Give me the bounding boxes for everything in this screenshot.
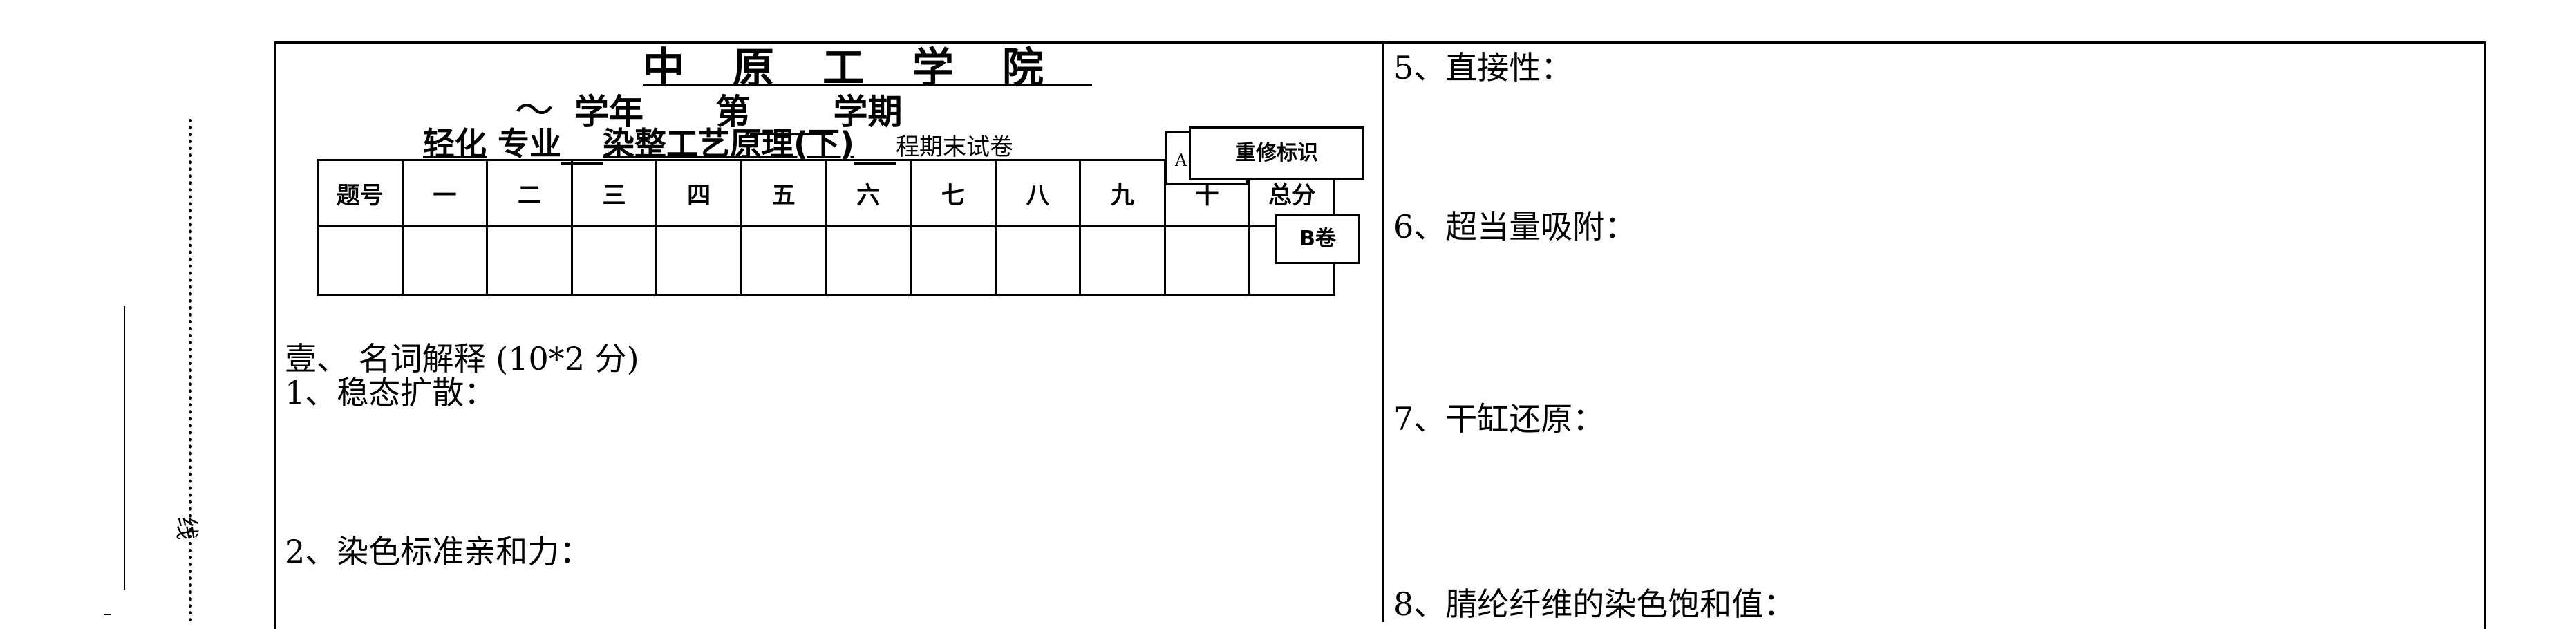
score-entry-cell[interactable]: [570, 225, 658, 296]
score-header-cell: 八: [994, 158, 1082, 228]
score-entry-row: [317, 225, 1335, 296]
term-di: 第: [715, 92, 751, 132]
score-header-cell: 六: [825, 158, 912, 228]
score-entry-cell[interactable]: [486, 225, 573, 296]
paper-marker-letter: A: [1175, 151, 1187, 170]
binding-line-label: 线: [172, 516, 200, 541]
term-year-label: 学年: [574, 92, 643, 132]
question-item: 5、直接性：: [1393, 49, 1573, 86]
score-header-cell: 题号: [317, 158, 404, 228]
exam-frame: [274, 41, 2486, 629]
course-line: 轻化 专业 染整工艺原理(下) 程期末试卷: [423, 119, 1013, 165]
margin-tick-mark: [104, 614, 111, 615]
question-item: 7、干缸还原：: [1393, 400, 1605, 438]
score-entry-cell[interactable]: [401, 225, 489, 296]
course-name: 染整工艺原理(下): [603, 125, 855, 162]
score-entry-cell[interactable]: [1163, 225, 1251, 296]
year-tilde: ～: [515, 88, 554, 133]
school-title: 中原工学院: [643, 44, 1092, 93]
score-header-cell: 三: [570, 158, 658, 228]
exam-suffix: 程期末试卷: [896, 133, 1014, 161]
term-blank[interactable]: [750, 106, 834, 135]
paper-version-box: B卷: [1275, 214, 1360, 264]
term-label: 学期: [833, 92, 903, 132]
question-item: 1、稳态扩散：: [285, 374, 496, 411]
question-item: 8、腈纶纤维的染色饱和值：: [1393, 585, 1796, 623]
score-header-cell: 九: [1079, 158, 1166, 228]
score-entry-cell[interactable]: [825, 225, 912, 296]
column-divider: [1382, 41, 1384, 622]
score-header-cell: 七: [910, 158, 997, 228]
score-header-cell: 一: [401, 158, 489, 228]
score-entry-cell[interactable]: [317, 225, 404, 296]
section-title: 壹、 名词解释 (10*2 分): [285, 340, 639, 377]
major-suffix: 专业: [498, 125, 562, 162]
score-entry-cell[interactable]: [655, 225, 742, 296]
binding-solid-line: [124, 306, 125, 590]
term-line: ～ 学年 第 学期: [515, 79, 902, 135]
score-header-cell: 四: [655, 158, 742, 228]
score-entry-cell[interactable]: [910, 225, 997, 296]
score-header-cell: 二: [486, 158, 573, 228]
question-item: 2、染色标准亲和力：: [285, 533, 592, 570]
score-entry-cell[interactable]: [740, 225, 827, 296]
score-header-cell: 五: [740, 158, 827, 228]
question-item: 6、超当量吸附：: [1393, 208, 1637, 245]
score-entry-cell[interactable]: [1079, 225, 1166, 296]
score-table: 题号 一 二 三 四 五 六 七 八 九 十 总分: [317, 158, 1335, 296]
major-name: 轻化: [423, 125, 487, 162]
score-entry-cell[interactable]: [994, 225, 1082, 296]
retake-mark-box: 重修标识: [1189, 126, 1364, 180]
binding-dotted-line: [189, 119, 192, 622]
